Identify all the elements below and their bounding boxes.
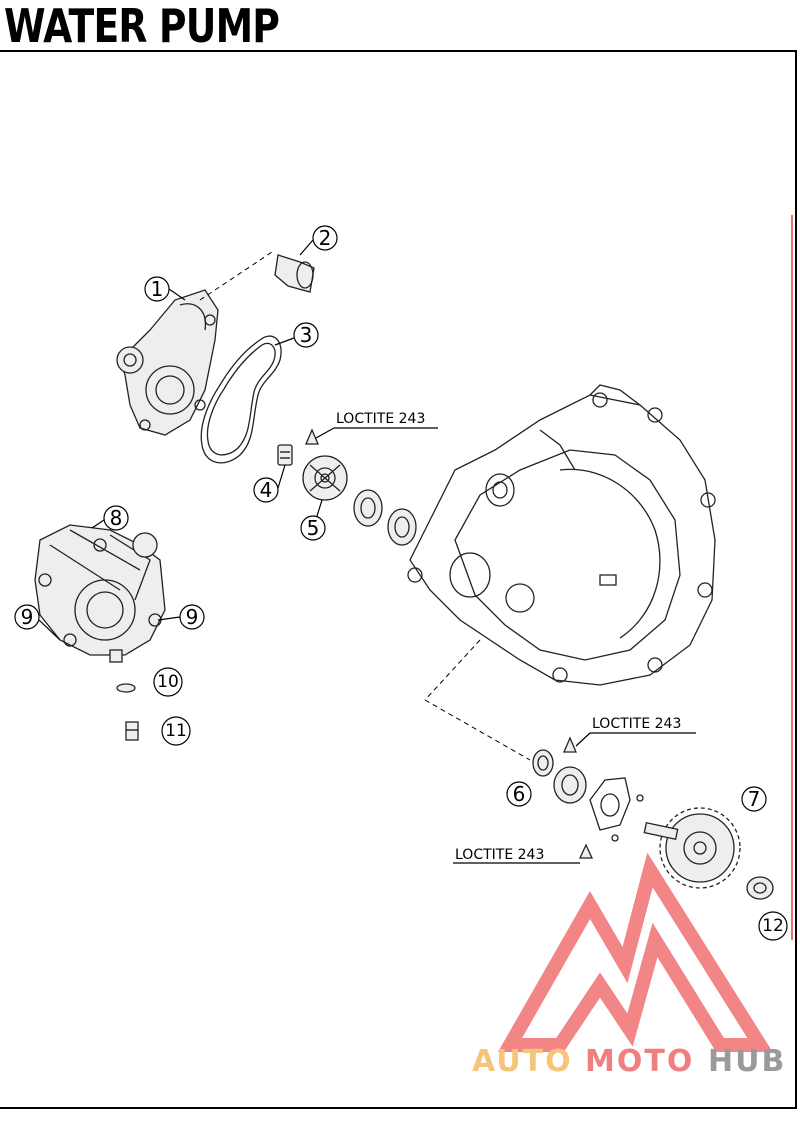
callout-3: 3 xyxy=(293,322,319,348)
part-needle-bearing xyxy=(746,876,774,900)
svg-text:2: 2 xyxy=(319,226,332,250)
loctite-label-b: LOCTITE 243 xyxy=(575,716,696,747)
diagram-frame xyxy=(0,50,797,1109)
svg-text:AUTO: AUTO xyxy=(472,1044,573,1079)
svg-text:5: 5 xyxy=(307,516,320,540)
svg-text:7: 7 xyxy=(748,787,761,811)
callout-8: 8 xyxy=(103,505,129,531)
svg-text:LOCTITE 243: LOCTITE 243 xyxy=(455,847,544,863)
loctite-drop xyxy=(578,843,594,859)
part-seal-rings xyxy=(353,489,417,546)
part-pump-housing xyxy=(34,524,166,663)
part-plate xyxy=(589,777,631,831)
callout-6: 6 xyxy=(506,781,532,807)
svg-text:9: 9 xyxy=(21,605,34,629)
svg-text:HUB: HUB xyxy=(708,1044,786,1079)
callout-4: 4 xyxy=(253,477,279,503)
callout-1: 1 xyxy=(144,276,170,302)
callout-11: 11 xyxy=(161,716,191,746)
part-shaft-seal xyxy=(532,749,554,777)
part-crankcase xyxy=(407,384,716,686)
part-bearing xyxy=(553,766,587,804)
loctite-drop xyxy=(563,736,577,753)
small-screw xyxy=(611,834,619,842)
part-o-ring xyxy=(200,335,282,464)
callout-7: 7 xyxy=(741,786,767,812)
svg-text:12: 12 xyxy=(762,916,784,936)
svg-text:6: 6 xyxy=(513,782,526,806)
callout-12: 12 xyxy=(758,911,788,941)
watermark-logo xyxy=(497,852,773,1052)
callout-2: 2 xyxy=(312,225,338,251)
part-bolt-4 xyxy=(277,444,293,466)
part-gear xyxy=(643,807,741,889)
part-impeller xyxy=(302,455,348,501)
callout-9-right: 9 xyxy=(179,604,205,630)
part-pump-cover xyxy=(116,289,219,436)
svg-text:LOCTITE 243: LOCTITE 243 xyxy=(336,411,425,427)
loctite-label-a: LOCTITE 243 xyxy=(315,411,438,439)
svg-text:4: 4 xyxy=(260,478,273,502)
callout-10: 10 xyxy=(153,667,183,697)
svg-text:3: 3 xyxy=(300,323,313,347)
svg-text:1: 1 xyxy=(151,277,164,301)
part-bolt-11 xyxy=(125,721,139,741)
small-screw xyxy=(636,794,644,802)
page-title: WATER PUMP xyxy=(4,0,280,53)
loctite-drop xyxy=(305,428,319,445)
part-washer xyxy=(116,683,136,693)
callout-9-left: 9 xyxy=(14,604,40,630)
callout-5: 5 xyxy=(300,515,326,541)
svg-text:10: 10 xyxy=(157,672,179,692)
svg-text:9: 9 xyxy=(186,605,199,629)
svg-text:MOTO: MOTO xyxy=(585,1044,694,1079)
svg-text:LOCTITE 243: LOCTITE 243 xyxy=(592,716,681,732)
part-nipple xyxy=(274,254,315,293)
loctite-label-c: LOCTITE 243 xyxy=(453,847,580,864)
svg-text:8: 8 xyxy=(110,506,123,530)
svg-text:11: 11 xyxy=(165,721,187,741)
watermark-text: AUTO MOTO HUB xyxy=(472,1044,786,1079)
